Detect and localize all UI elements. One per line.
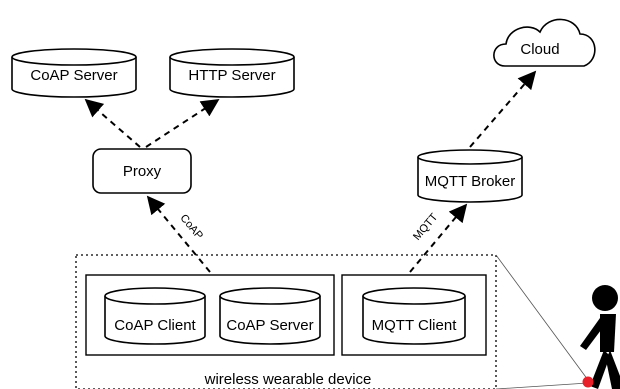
mqtt-group-box	[341, 274, 487, 356]
proxy-to-http-server-arrow	[145, 99, 220, 148]
mqtt-client-label: MQTT Client	[372, 317, 458, 334]
coap-server-device-label: CoAP Server	[226, 317, 313, 334]
mqtt-edge-label: MQTT	[411, 211, 440, 243]
coap-client-label: CoAP Client	[114, 317, 196, 334]
mqtt-broker-cylinder: MQTT Broker	[417, 149, 523, 203]
mqtt-broker-label: MQTT Broker	[425, 173, 516, 190]
cloud-label: Cloud	[520, 41, 559, 58]
sensor-dot-icon	[582, 376, 594, 388]
cloud-shape: Cloud	[493, 18, 596, 67]
broker-to-cloud-arrow	[469, 70, 537, 148]
proxy-box: Proxy	[92, 148, 192, 194]
proxy-to-coap-server-arrow	[84, 98, 141, 148]
coap-server-top-cylinder: CoAP Server	[11, 48, 137, 98]
coap-server-top-label: CoAP Server	[30, 67, 117, 84]
http-server-cylinder: HTTP Server	[169, 48, 295, 98]
coap-group-box	[85, 274, 335, 356]
coap-client-cylinder: CoAP Client	[104, 287, 206, 345]
device-caption: wireless wearable device	[204, 371, 372, 388]
mqtt-client-cylinder: MQTT Client	[362, 287, 466, 345]
mqtt-client-to-broker-arrow	[409, 203, 468, 273]
http-server-label: HTTP Server	[188, 67, 275, 84]
coap-server-device-cylinder: CoAP Server	[219, 287, 321, 345]
walking-person-icon	[580, 285, 620, 389]
coap-client-to-proxy-arrow	[146, 195, 211, 273]
zoom-line-bottom	[495, 382, 589, 389]
zoom-line-top	[495, 254, 589, 381]
wearable-device-boundary	[75, 254, 497, 389]
proxy-label: Proxy	[123, 163, 162, 180]
